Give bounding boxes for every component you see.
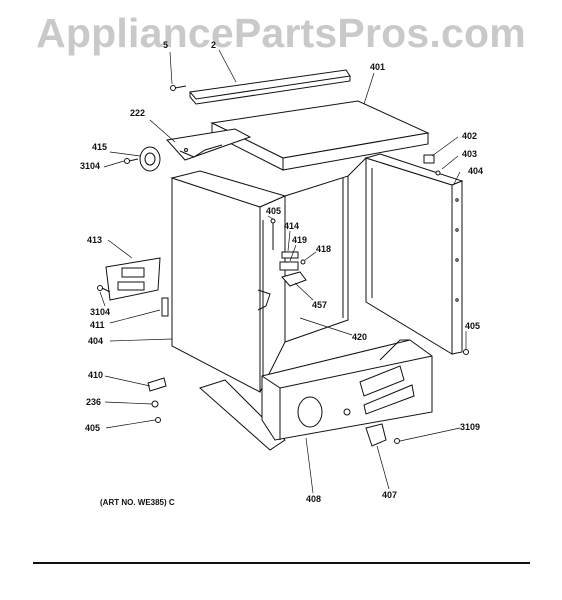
clip-part [161, 297, 169, 317]
part-label-457: 457 [312, 300, 327, 310]
leveling-leg-parts [147, 377, 167, 423]
right-side-panel-part [364, 153, 464, 355]
blower-cover-part [139, 146, 161, 172]
art-number-caption: (ART NO. WE385) C [100, 498, 175, 507]
part-label-236: 236 [86, 397, 101, 407]
watermark-logo: AppliancePartsPros.com [36, 10, 526, 56]
lint-grille-part [105, 257, 161, 301]
part-label-2: 2 [211, 40, 216, 50]
part-label-222: 222 [130, 108, 145, 118]
part-label-418: 418 [316, 244, 331, 254]
part-label-415: 415 [92, 142, 107, 152]
part-label-404: 404 [88, 336, 103, 346]
part-label-410: 410 [88, 370, 103, 380]
part-label-404: 404 [468, 166, 483, 176]
part-label-401: 401 [370, 62, 385, 72]
screw-part-3104-upper [124, 158, 139, 164]
part-label-407: 407 [382, 490, 397, 500]
part-label-411: 411 [90, 320, 105, 330]
part-labels: 5 2 401 222 415 3104 402 403 404 405 414… [80, 40, 483, 504]
part-label-3104: 3104 [80, 161, 100, 171]
leader-lines [99, 49, 467, 494]
part-label-402: 402 [462, 131, 477, 141]
part-label-405: 405 [85, 423, 100, 433]
drum-roller-parts [365, 349, 469, 447]
cabinet-back-frame [284, 157, 367, 343]
part-label-414: 414 [284, 221, 299, 231]
part-label-403: 403 [462, 149, 477, 159]
top-rail-part [189, 69, 351, 105]
left-side-panel-part [170, 170, 287, 393]
hinge-bracket-part [423, 154, 441, 176]
part-label-405: 405 [266, 206, 281, 216]
part-label-420: 420 [352, 332, 367, 342]
part-label-5: 5 [163, 40, 168, 50]
wiring-block-parts [270, 218, 307, 287]
screw-part-3104-lower [97, 285, 111, 293]
base-frame-part [199, 339, 433, 451]
part-label-405: 405 [465, 321, 480, 331]
part-label-413: 413 [87, 235, 102, 245]
part-label-419: 419 [292, 235, 307, 245]
rear-bracket-part [166, 128, 252, 161]
footer-divider [33, 562, 530, 564]
screw-part-5 [170, 85, 187, 91]
part-label-3104: 3104 [90, 307, 110, 317]
part-label-3109: 3109 [460, 422, 480, 432]
part-label-408: 408 [306, 494, 321, 504]
